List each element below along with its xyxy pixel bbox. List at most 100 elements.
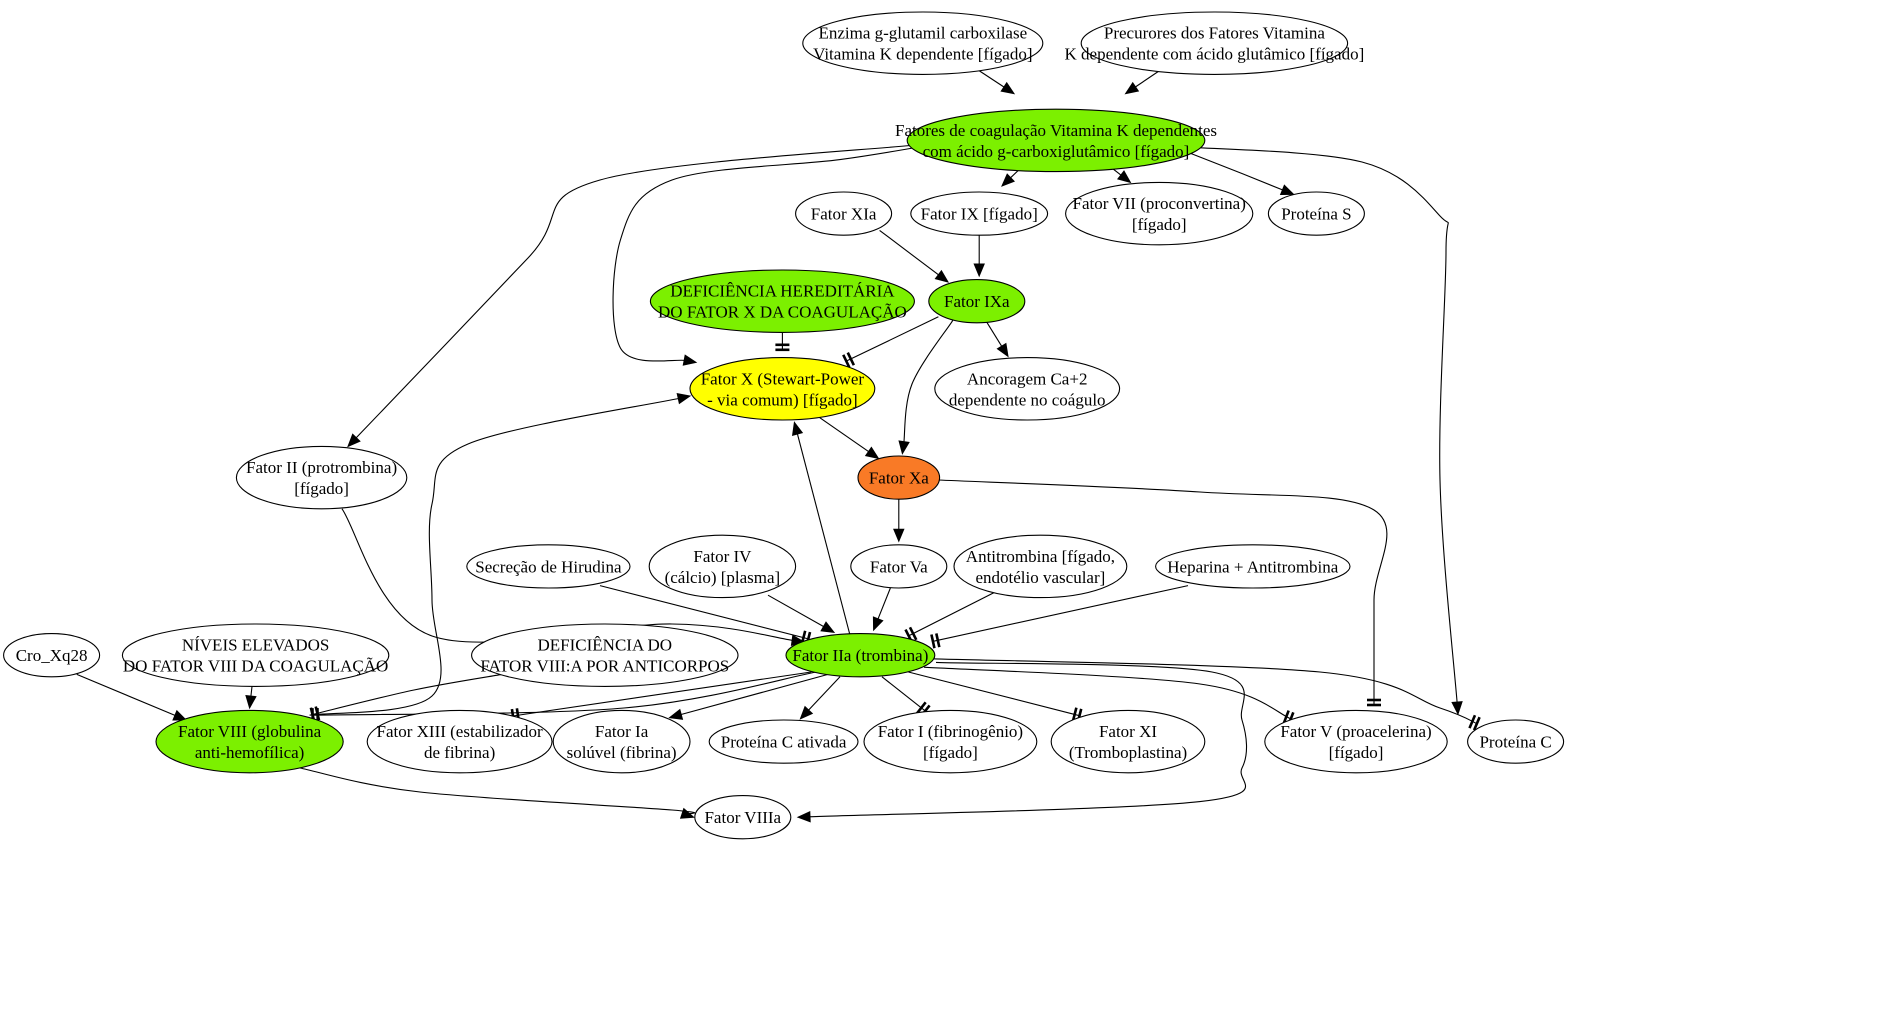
node-label-line: Fator VIIIa — [704, 808, 781, 827]
edge-line — [907, 591, 997, 637]
node-fator-iia[interactable]: Fator IIa (trombina) — [785, 633, 936, 678]
arrowhead — [1124, 81, 1140, 95]
node-shape — [466, 544, 631, 589]
node-shape — [1264, 709, 1448, 774]
edge-line — [311, 671, 817, 716]
node-fator-i[interactable]: Fator I (fibrinogênio)[fígado] — [863, 709, 1038, 774]
edge-heparina-to-fator_iia — [930, 585, 1189, 649]
node-heparina[interactable]: Heparina + Antitrombina — [1155, 544, 1351, 589]
node-shape — [1155, 544, 1351, 589]
edge-deficiencia_x-to-fator_x — [775, 332, 790, 352]
node-fatores-vk[interactable]: Fatores de coagulação Vitamina K depende… — [895, 108, 1217, 173]
node-proteina-s[interactable]: Proteína S — [1267, 191, 1365, 236]
edge-fator_ix-to-fator_ixa — [973, 235, 985, 278]
arrowhead — [172, 709, 188, 721]
node-cro[interactable]: Cro_Xq28 — [3, 633, 101, 678]
edge-line — [299, 767, 696, 815]
edge-fator_va-to-fator_iia — [872, 587, 891, 632]
node-proteina-c-ativada[interactable]: Proteína C ativada — [708, 719, 859, 764]
node-label-line: Fator IV — [693, 547, 752, 566]
node-fator-x[interactable]: Fator X (Stewart-Power- via comum) [fíga… — [689, 357, 876, 421]
node-fator-xi[interactable]: Fator XI(Tromboplastina) — [1050, 709, 1206, 774]
edge-line — [933, 658, 1478, 725]
node-label-line: Antitrombina [fígado, — [966, 547, 1115, 566]
node-label-line: [fígado] — [1329, 743, 1384, 762]
node-shape — [121, 623, 390, 687]
edge-layer — [76, 65, 1481, 823]
node-shape — [934, 357, 1121, 421]
arrowhead — [668, 708, 684, 720]
node-shape — [155, 709, 344, 774]
node-hirudina[interactable]: Secreção de Hirudina — [466, 544, 631, 589]
edge-line — [881, 676, 927, 712]
edge-line — [76, 673, 177, 717]
node-proteina-c[interactable]: Proteína C — [1467, 719, 1565, 764]
node-label-line: Enzima g-glutamil carboxilase — [818, 24, 1027, 43]
node-label-line: de fibrina) — [424, 743, 495, 762]
node-niveis[interactable]: NÍVEIS ELEVADOS DO FATOR VIII DA COAGULAÇ… — [121, 623, 390, 687]
node-label-line: DO FATOR VIII DA COAGULAÇÃO — [123, 657, 388, 676]
node-label-line: Fator Xa — [869, 469, 929, 488]
node-shape — [689, 357, 876, 421]
arrowhead — [864, 446, 880, 460]
node-label-line: Proteína S — [1281, 205, 1351, 224]
node-label-line: Ancoragem Ca+2 — [967, 369, 1088, 388]
arrowhead — [245, 694, 257, 710]
inhibition-bar — [1282, 710, 1290, 725]
node-fator-xa[interactable]: Fator Xa — [857, 455, 941, 500]
node-fator-ix[interactable]: Fator IX [fígado] — [910, 191, 1049, 236]
node-fator-viiia[interactable]: Fator VIIIa — [694, 795, 792, 840]
edge-line — [599, 585, 810, 640]
node-label-line: Proteína C ativada — [721, 733, 847, 752]
edge-line — [807, 661, 1248, 818]
edge-fator_viii-to-fator_x — [309, 393, 692, 716]
arrowhead — [682, 354, 698, 366]
inhibition-bar — [930, 634, 936, 649]
node-shape — [1267, 191, 1365, 236]
edge-fator_xia-to-fator_ixa — [879, 229, 950, 283]
arrowhead — [934, 269, 950, 283]
inhibition-bar — [915, 701, 927, 715]
node-label-line: FATOR VIII:A POR ANTICORPOS — [480, 657, 729, 676]
node-label-line: Fator XIa — [811, 205, 877, 224]
node-label-line: Fator II (protrombina) — [246, 458, 397, 477]
node-label-line: Fator IX [fígado] — [921, 205, 1038, 224]
node-fator-vii[interactable]: Fator VII (proconvertina)[fígado] — [1065, 181, 1254, 246]
node-label-line: (cálcio) [plasma] — [665, 568, 781, 587]
node-shape — [906, 108, 1206, 173]
node-label-line: Proteína C — [1479, 733, 1551, 752]
node-label-line: Fator Va — [870, 557, 928, 576]
node-fator-ixa[interactable]: Fator IXa — [928, 279, 1026, 324]
node-shape — [802, 11, 1044, 75]
node-label-line: solúvel (fibrina) — [567, 743, 677, 762]
edge-line — [876, 587, 891, 621]
node-label-line: Fator VIII (globulina — [178, 722, 322, 741]
arrowhead — [1000, 81, 1016, 95]
node-fator-ii[interactable]: Fator II (protrombina)[fígado] — [235, 445, 408, 510]
node-shape — [1080, 11, 1349, 75]
node-label-line: Fatores de coagulação Vitamina K depende… — [895, 121, 1217, 140]
edge-line — [767, 594, 826, 628]
edge-line — [1181, 149, 1285, 192]
node-label-line: Heparina + Antitrombina — [1167, 557, 1339, 576]
node-fator-v[interactable]: Fator V (proacelerina)[fígado] — [1264, 709, 1448, 774]
node-fator-xia[interactable]: Fator XIa — [795, 191, 893, 236]
node-label-line: DO FATOR X DA COAGULAÇÃO — [658, 303, 907, 322]
edge-line — [903, 320, 954, 444]
node-fator-va[interactable]: Fator Va — [850, 544, 948, 589]
edge-fator_iv-to-fator_iia — [767, 594, 836, 634]
node-fator-iv[interactable]: Fator IV (cálcio) [plasma] — [648, 534, 797, 599]
node-label-line: NÍVEIS ELEVADOS — [182, 636, 330, 655]
edge-line — [309, 397, 681, 716]
edge-fator_iia-to-proteina_c_ativada — [799, 676, 841, 720]
node-antitrombina[interactable]: Antitrombina [fígado,endotélio vascular] — [953, 534, 1128, 599]
node-label-line: Fator XI — [1099, 722, 1157, 741]
